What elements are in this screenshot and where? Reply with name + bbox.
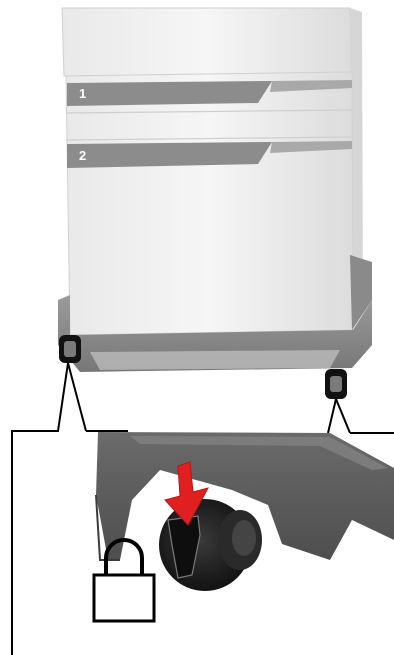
- caster-wheel: [159, 499, 262, 591]
- printer-body: [62, 8, 363, 335]
- tray-1-handle: [67, 81, 272, 106]
- tray-1-label: 1: [79, 86, 86, 101]
- caster-marker-right: [325, 369, 347, 399]
- tray-2-label: 2: [79, 148, 86, 163]
- caster-marker-left: [59, 335, 81, 363]
- lock-icon: [94, 540, 154, 621]
- tray-2-handle: [67, 142, 272, 168]
